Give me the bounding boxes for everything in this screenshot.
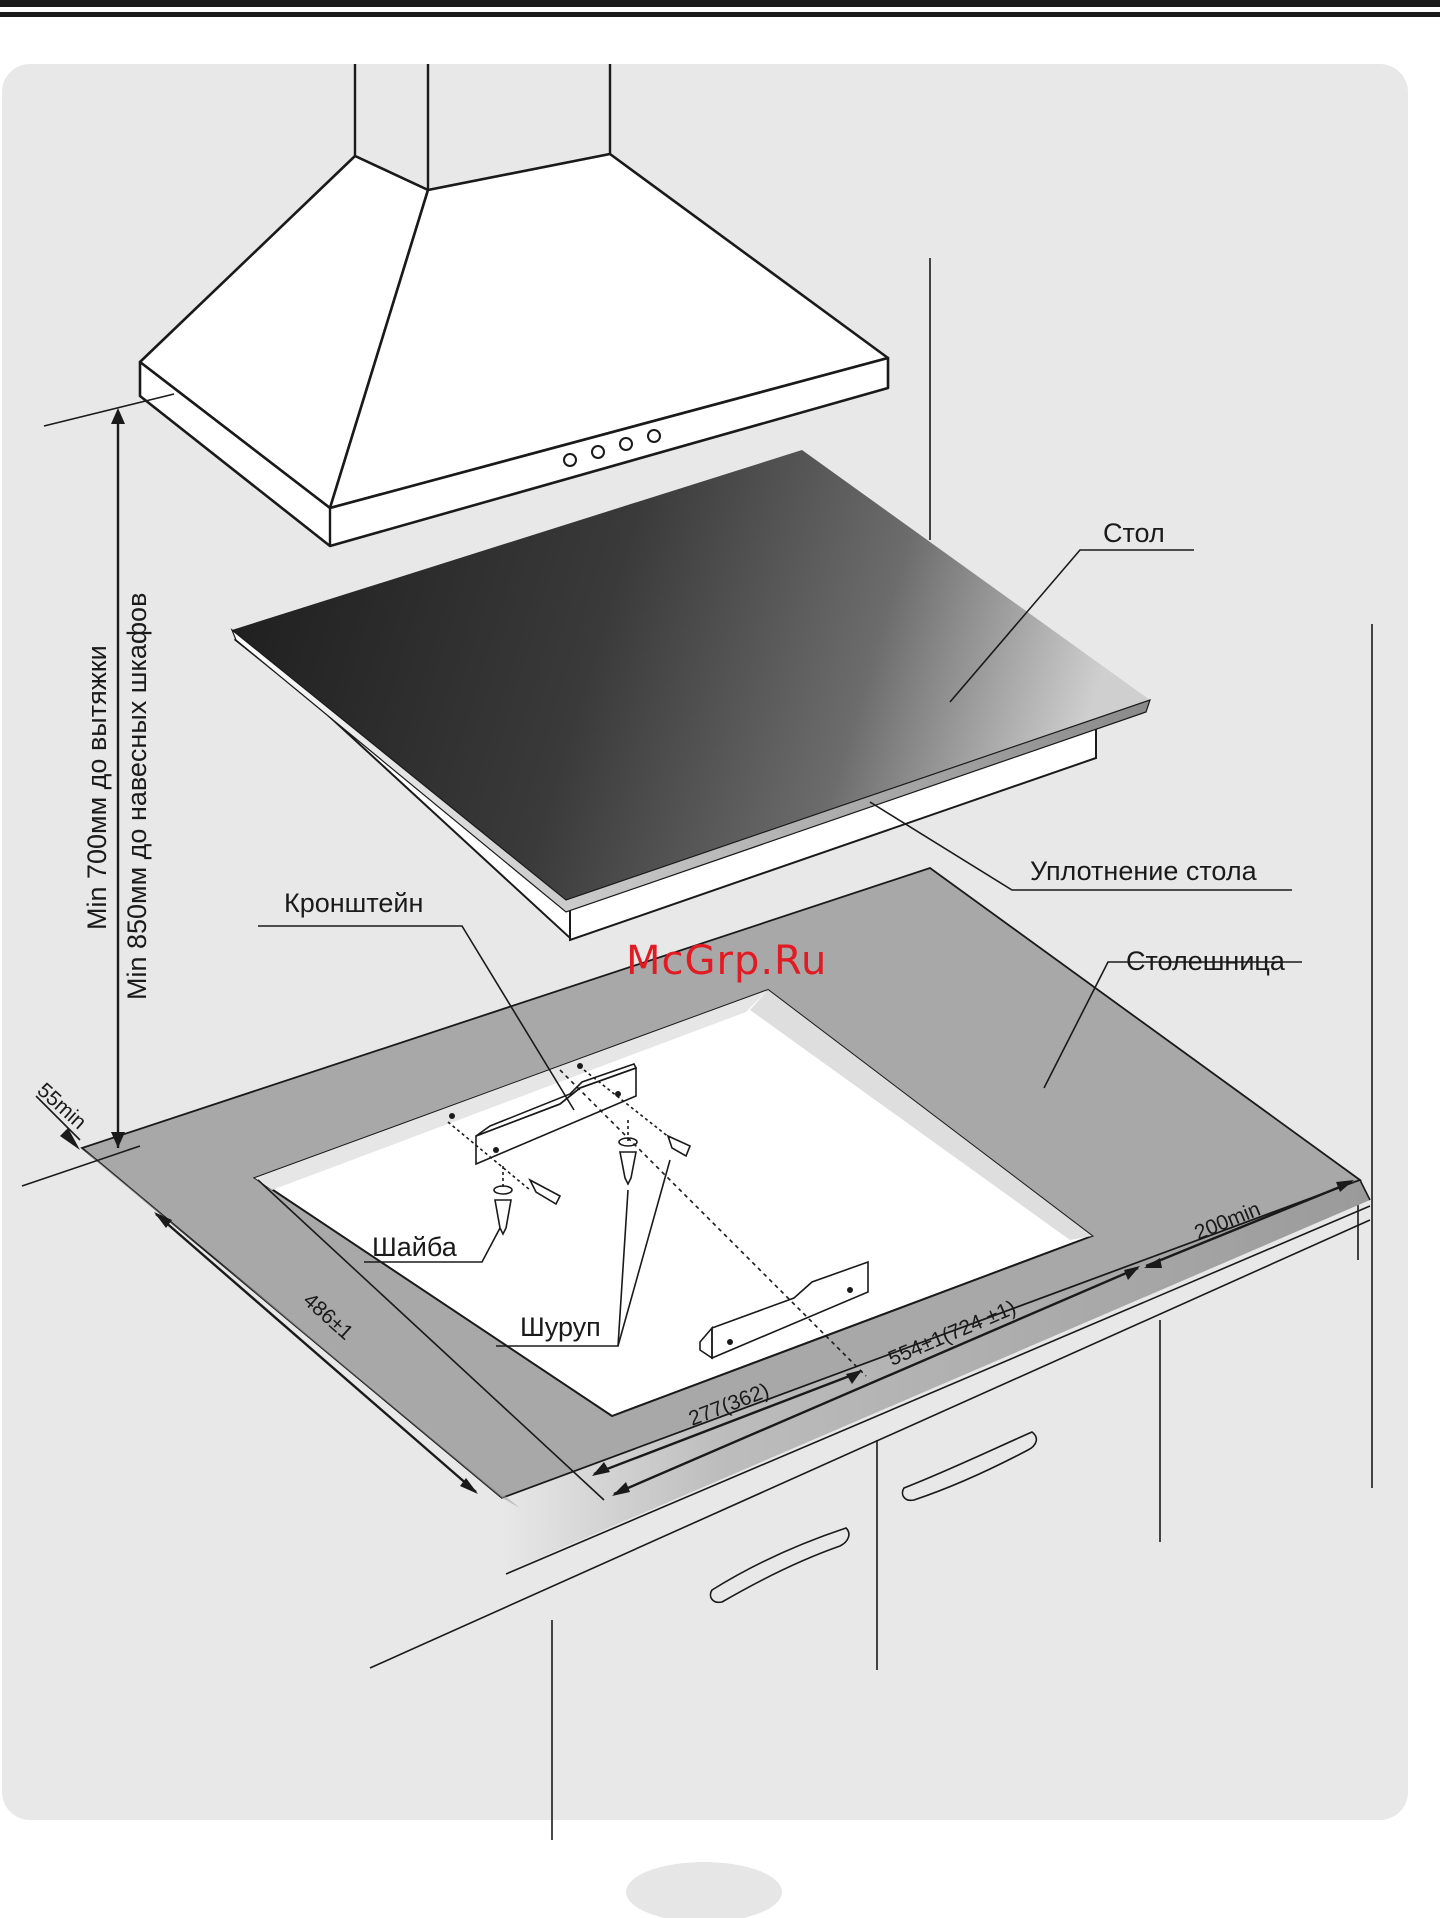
header-rule <box>0 0 1440 17</box>
vertical-text-hood: Min 700мм до вытяжки <box>82 645 112 930</box>
label-stoleshnitsa: Столешница <box>1126 946 1286 976</box>
label-shaiba: Шайба <box>372 1232 458 1262</box>
page-number-badge <box>626 1862 782 1918</box>
vertical-text-cabinets: Min 850мм до навесных шкафов <box>122 593 152 1000</box>
label-stol: Стол <box>1103 518 1165 548</box>
label-kronshtein: Кронштейн <box>284 888 423 918</box>
watermark: McGrp.Ru <box>626 938 827 984</box>
label-uplotnenie-stola: Уплотнение стола <box>1030 856 1258 886</box>
label-shurup: Шуруп <box>520 1312 601 1342</box>
